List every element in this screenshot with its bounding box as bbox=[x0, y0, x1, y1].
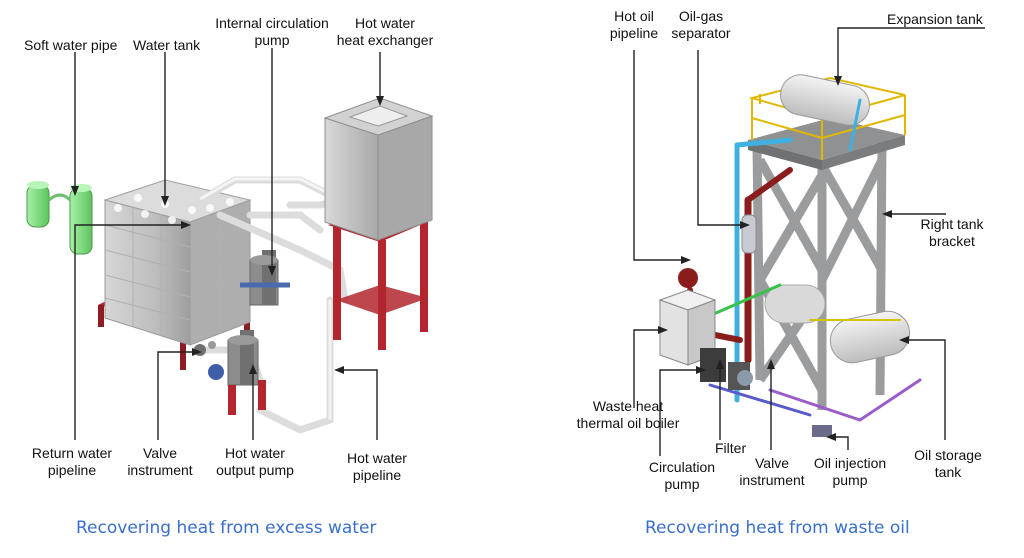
heat-exchanger bbox=[323, 97, 434, 241]
oil-gas-separator bbox=[741, 214, 757, 254]
water-tank bbox=[103, 179, 252, 346]
label-line: instrument bbox=[127, 462, 193, 478]
label-line: Valve bbox=[143, 445, 177, 461]
label-line: Internal circulation bbox=[215, 15, 329, 31]
label-line: heat exchanger bbox=[336, 32, 434, 48]
pipe-highlight bbox=[199, 177, 332, 420]
label-filter: Filter bbox=[715, 440, 747, 456]
oil-system-illustration bbox=[658, 74, 922, 437]
label-line: output pump bbox=[216, 462, 294, 478]
left-leader-lines bbox=[74, 48, 381, 440]
label-oil-gas-separator: Oil-gas separator bbox=[668, 8, 734, 42]
label-line: separator bbox=[671, 25, 731, 41]
label-line: Hot water bbox=[347, 450, 407, 466]
right-leader-lines bbox=[633, 27, 985, 456]
label-line: pipeline bbox=[47, 462, 97, 478]
label-line: Right tank bbox=[920, 216, 984, 232]
label-hot-water-heat-exchanger: Hot water heat exchanger bbox=[335, 15, 435, 49]
label-hot-water-pipeline: Hot water pipeline bbox=[337, 450, 417, 484]
label-line: thermal oil boiler bbox=[576, 415, 680, 431]
caption-waste-oil: Recovering heat from waste oil bbox=[645, 518, 910, 538]
label-water-tank: Water tank bbox=[133, 37, 201, 53]
label-hot-oil-pipeline: Hot oil pipeline bbox=[601, 8, 667, 42]
label-line: bracket bbox=[929, 233, 975, 249]
caption-excess-water: Recovering heat from excess water bbox=[76, 518, 377, 538]
label-line: Hot water bbox=[355, 15, 415, 31]
label-right-tank-bracket: Right tank bracket bbox=[910, 216, 994, 250]
label-line: pump bbox=[664, 476, 700, 492]
label-internal-circulation-pump: Internal circulation pump bbox=[208, 15, 336, 49]
label-hot-water-output-pump: Hot water output pump bbox=[205, 445, 305, 479]
label-valve-instrument-left: Valve instrument bbox=[122, 445, 198, 479]
label-line: tank bbox=[934, 464, 962, 480]
label-oil-injection-pump: Oil injection pump bbox=[804, 455, 896, 489]
tower-platform bbox=[748, 118, 905, 170]
label-waste-heat-thermal-oil-boiler: Waste heat thermal oil boiler bbox=[566, 398, 690, 432]
water-system-illustration bbox=[26, 97, 434, 434]
label-line: Hot water bbox=[225, 445, 285, 461]
label-line: pump bbox=[254, 32, 290, 48]
label-line: Valve bbox=[755, 455, 789, 471]
label-line: pipeline bbox=[352, 467, 402, 483]
hot-water-output-pump bbox=[208, 330, 266, 415]
oil-storage-tank bbox=[764, 284, 911, 364]
label-line: Waste heat bbox=[592, 398, 664, 414]
label-line: Oil storage bbox=[914, 447, 982, 463]
label-oil-storage-tank: Oil storage tank bbox=[902, 447, 994, 481]
label-valve-instrument-right: Valve instrument bbox=[732, 455, 812, 489]
expansion-tank bbox=[780, 74, 870, 126]
label-line: Return water bbox=[31, 445, 113, 461]
label-return-water-pipeline: Return water pipeline bbox=[22, 445, 122, 479]
left-arrowheads bbox=[71, 96, 384, 374]
label-line: Hot oil bbox=[614, 8, 654, 24]
label-line: instrument bbox=[739, 472, 805, 488]
label-line: Circulation bbox=[648, 459, 716, 475]
label-expansion-tank: Expansion tank bbox=[887, 11, 983, 27]
label-soft-water-pipe: Soft water pipe bbox=[24, 37, 118, 53]
right-arrowheads bbox=[658, 76, 909, 441]
label-line: pump bbox=[832, 472, 868, 488]
label-circulation-pump: Circulation pump bbox=[640, 459, 724, 493]
label-line: Oil-gas bbox=[678, 8, 724, 24]
label-line: pipeline bbox=[609, 25, 659, 41]
soft-water-tanks bbox=[26, 181, 93, 255]
label-line: Oil injection bbox=[813, 455, 887, 471]
